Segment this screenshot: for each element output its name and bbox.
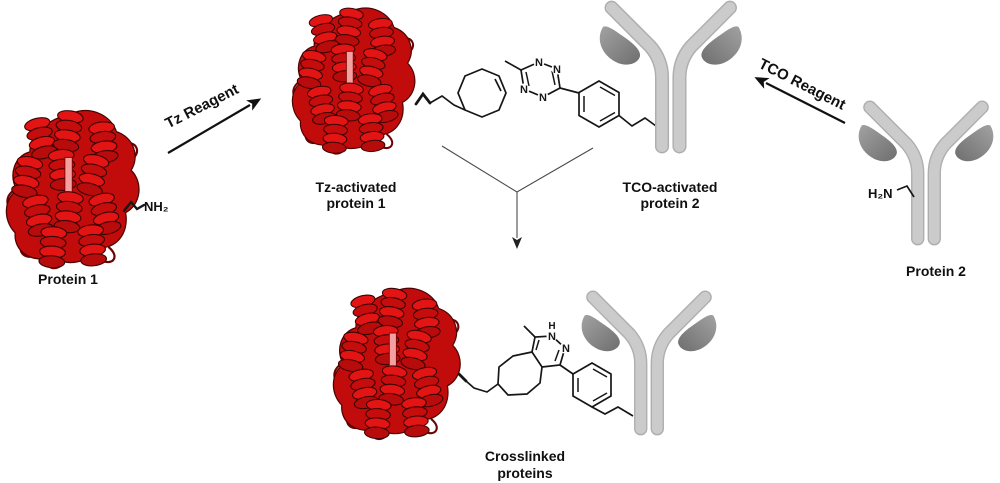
crosslinked-proteins-label: Crosslinked proteins <box>455 448 595 482</box>
pyridazine-h-label: H <box>548 321 555 332</box>
tco-activated-label-line2: protein 2 <box>640 195 700 211</box>
amine-bond-protein1 <box>122 200 146 213</box>
pyridazine-n2-label: N <box>562 343 570 355</box>
amine-label-protein1: NH₂ <box>144 199 169 214</box>
merge-arrow <box>441 145 594 249</box>
cyclooctane-ring <box>497 351 543 396</box>
crosslinked-label-line1: Crosslinked <box>484 448 566 464</box>
tco-activated-label-line1: TCO-activated <box>622 179 718 195</box>
tz-reagent-arrow <box>167 98 262 154</box>
amine-bond-protein2 <box>896 184 915 198</box>
protein2-label: Protein 2 <box>906 263 966 279</box>
tz-activated-label-line1: Tz-activated <box>315 179 397 195</box>
crosslinked-label-line2: proteins <box>497 465 553 481</box>
tetrazine-n2-label: N <box>553 64 561 76</box>
tz-activated-label-line2: protein 1 <box>326 195 386 211</box>
benzene-ring-top <box>578 80 620 128</box>
benzene-ring-bottom <box>572 362 612 408</box>
pyridazine-n1-label: N <box>548 331 556 343</box>
tco-reagent-arrow <box>754 77 846 124</box>
crosslinked-structure: H N N <box>333 287 716 440</box>
tco-activated-protein2-structure <box>600 8 742 147</box>
tco-ring <box>457 68 507 118</box>
tetrazine-n1-label: N <box>535 57 543 69</box>
tz-activated-protein1-structure <box>292 7 507 154</box>
tco-activated-protein2-label: TCO-activated protein 2 <box>600 179 740 211</box>
amine-label-protein2: H₂N <box>868 186 893 201</box>
pyridazine-ring <box>531 335 566 368</box>
tetrazine-n4-label: N <box>520 84 528 96</box>
protein2-structure <box>859 107 994 239</box>
protein1-structure <box>6 109 146 269</box>
protein1-label: Protein 1 <box>38 271 98 287</box>
tz-activated-protein1-label: Tz-activated protein 1 <box>286 179 426 211</box>
tetrazine-n3-label: N <box>539 92 547 104</box>
tetrazine-structure: N N N N <box>504 56 657 128</box>
